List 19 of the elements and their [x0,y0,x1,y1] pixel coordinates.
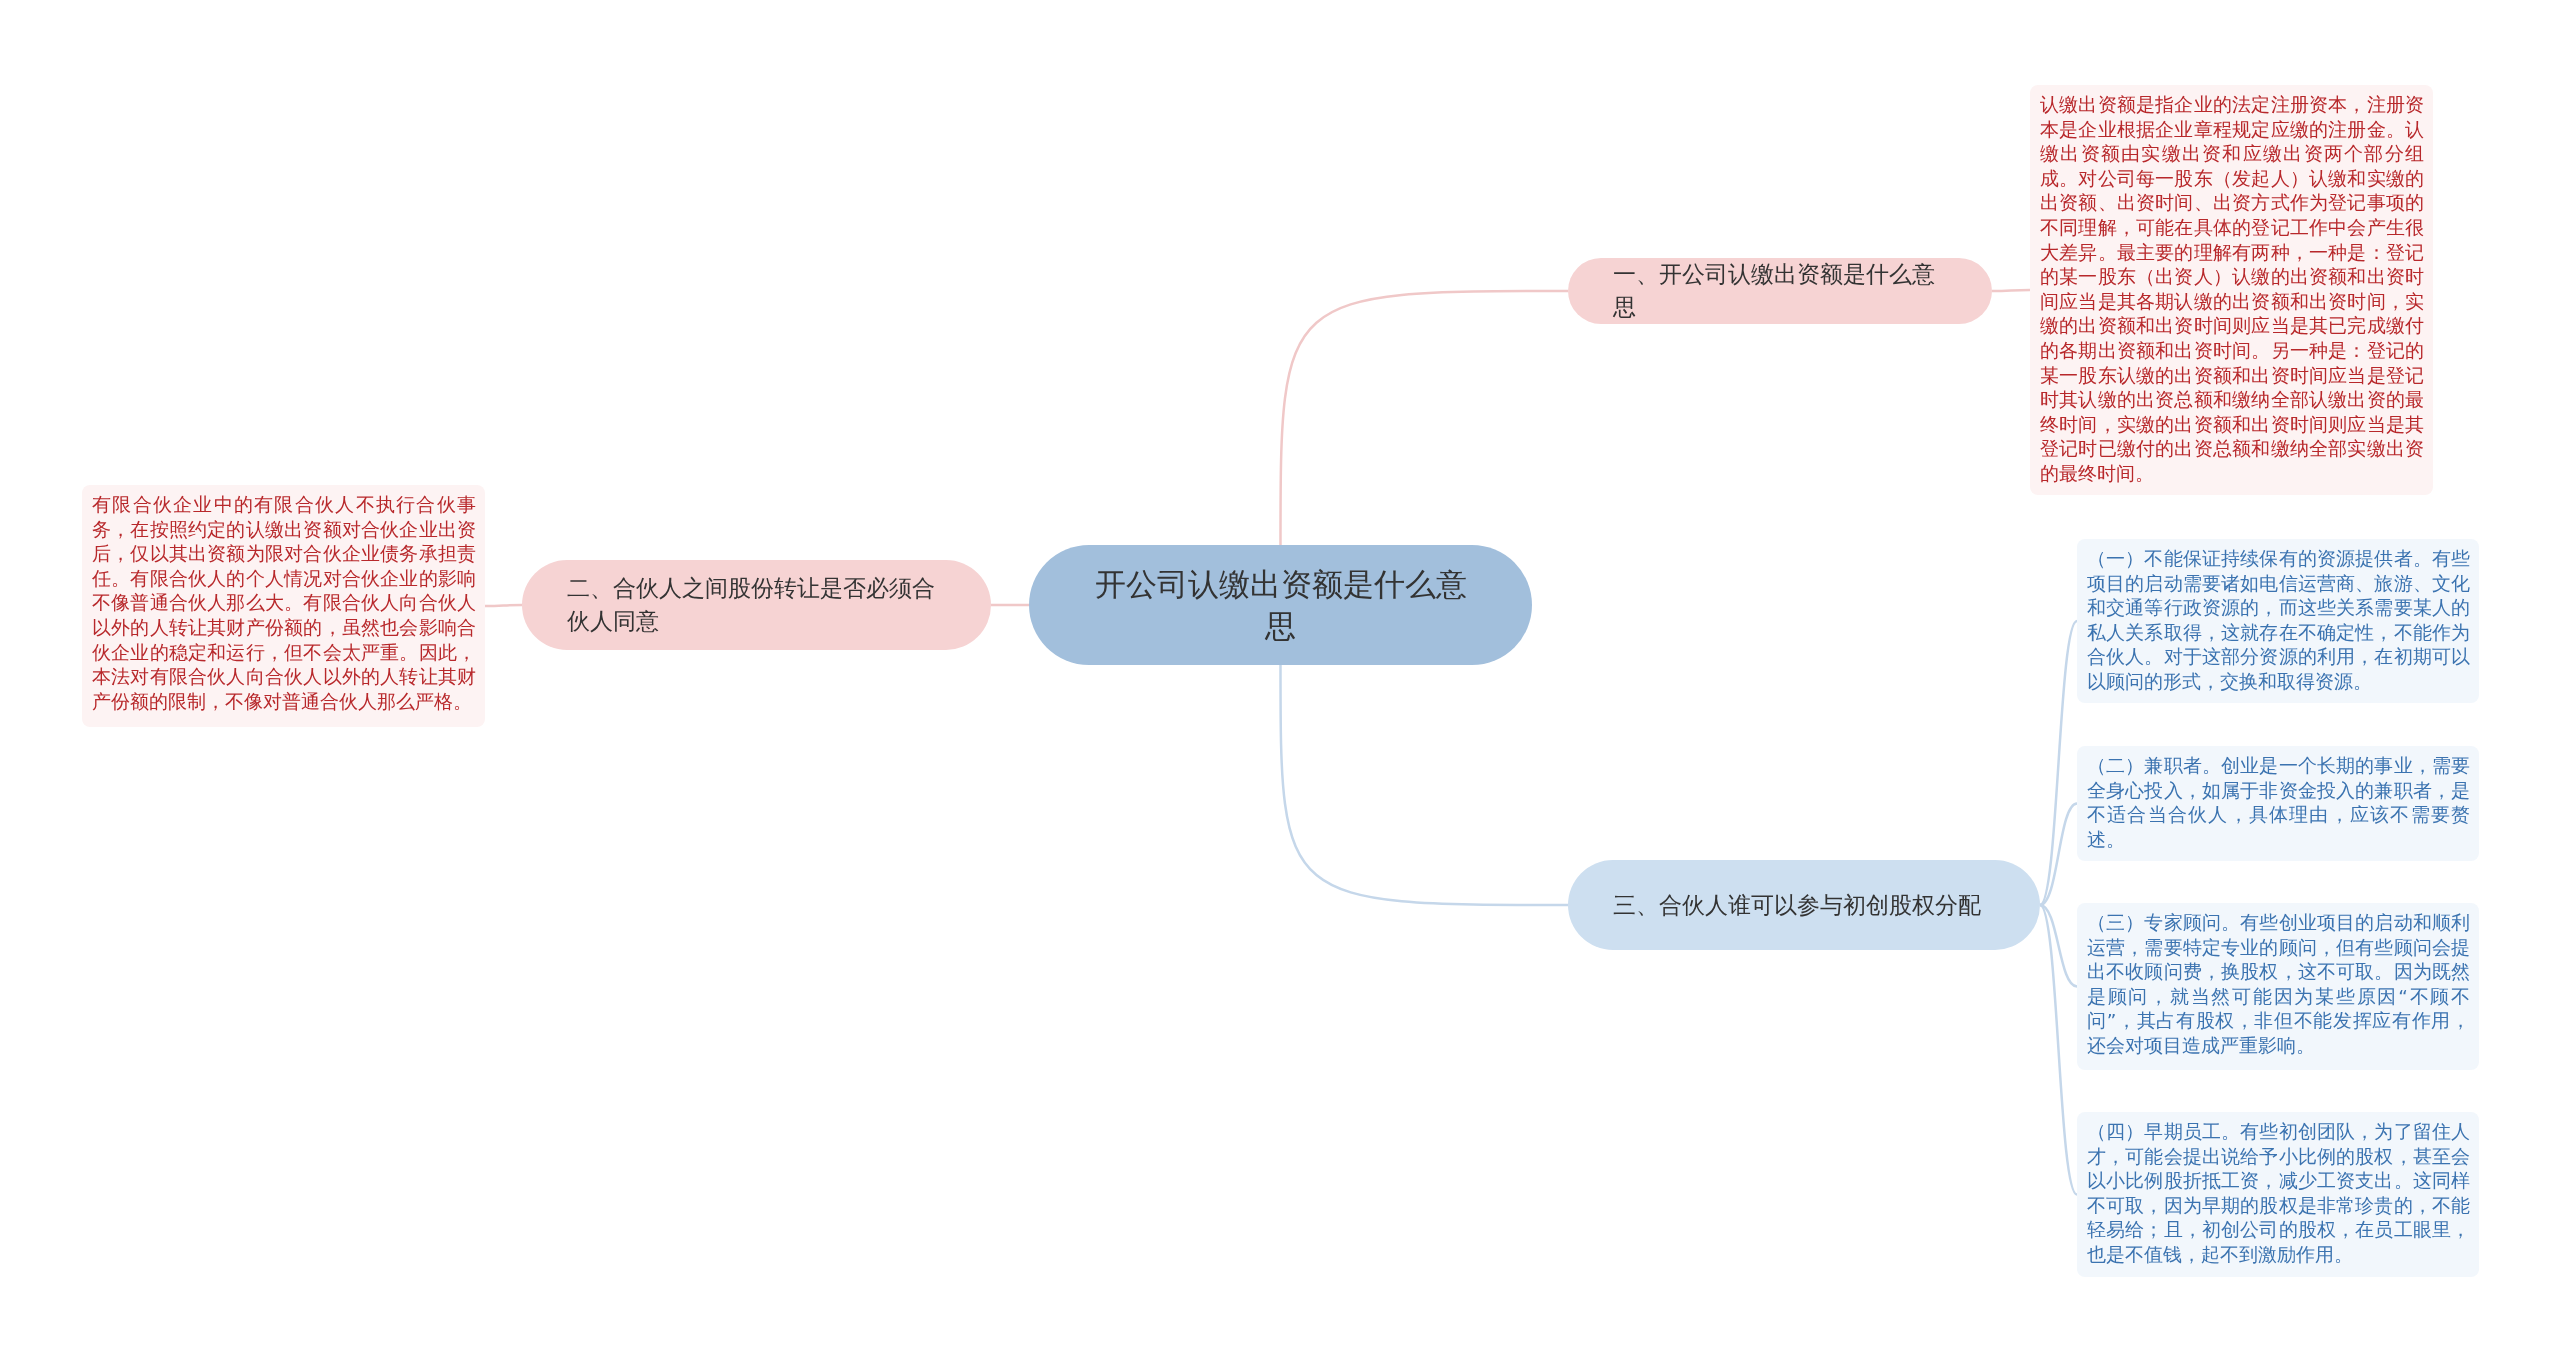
connector-line [2039,802,2078,907]
note-card: 认缴出资额是指企业的法定注册资本，注册资本是企业根据企业章程规定应缴的注册金。认缴出资额由实缴出资和应缴出资两个部分组成。对公司每一股东（发起人）认缴和实缴的出资额、出资时间、出资方式作为登记事项的不同理解，可能在具体的登记工作中会产生很大差异。最主要的理解有两种，一种是：登记的某一股东（出资人）认缴的出资额和出资时间应当是其各期认缴的出资额和出资时间，实缴的出资额和出资时间则应当是其已完成缴付的各期出资额和出资时间。另一种是：登记的某一股东认缴的出资额和出资时间应当是登记时其认缴的出资总额和缴纳全部认缴出资的最终时间，实缴的出资额和出资时间则应当是其登记时已缴付的出资总额和缴纳全部实缴出资的最终时间。 [2030,85,2433,495]
note-card: （一）不能保证持续保有的资源提供者。有些项目的启动需要诸如电信运营商、旅游、文化和交通等行政资源的，而这些关系需要某人的私人关系取得，这就存在不确定性，不能作为合伙人。对于这部分资源的利用，在初期可以以顾问的形式，交换和取得资源。 [2077,539,2479,703]
connector-line [2039,904,2078,1196]
central-topic: 开公司认缴出资额是什么意思 [1029,545,1532,665]
connector-line [2039,620,2078,906]
topic-box: 三、合伙人谁可以参与初创股权分配 [1568,860,2040,950]
connector-line [485,603,522,608]
topic-box: 一、开公司认缴出资额是什么意思 [1568,258,1992,324]
connector-line [2039,903,2078,988]
connector-line [1992,288,2030,293]
note-card: 有限合伙企业中的有限合伙人不执行合伙事务，在按照约定的认缴出资额对合伙企业出资后，仅以其出资额为限对合伙企业债务承担责任。有限合伙人的个人情况对合伙企业的影响不像普通合伙人那么大。有限合伙人向合伙人以外的人转让其财产份额的，虽然也会影响合伙企业的稳定和运行，但不会太严重。因此，本法对有限合伙人向合伙人以外的人转让其财产份额的限制，不像对普通合伙人那么严格。 [82,485,485,727]
connector-line [991,603,1029,607]
connector-line [1279,289,1568,545]
note-card: （四）早期员工。有些初创团队，为了留住人才，可能会提出说给予小比例的股权，甚至会以小比例股折抵工资，减少工资支出。这同样不可取，因为早期的股权是非常珍贵的，不能轻易给；且，初创公司的股权，在员工眼里，也是不值钱，起不到激励作用。 [2077,1112,2479,1277]
topic-box: 二、合伙人之间股份转让是否必须合伙人同意 [522,560,991,650]
note-card: （二）兼职者。创业是一个长期的事业，需要全身心投入，如属于非资金投入的兼职者，是不适合当合伙人，具体理由，应该不需要赘述。 [2077,746,2479,861]
note-card: （三）专家顾问。有些创业项目的启动和顺利运营，需要特定专业的顾问，但有些顾问会提出不收顾问费，换股权，这不可取。因为既然是顾问，就当然可能因为某些原因“不顾不问”，其占有股权，非但不能发挥应有作用，还会对项目造成严重影响。 [2077,903,2479,1070]
connector-line [1279,665,1568,907]
